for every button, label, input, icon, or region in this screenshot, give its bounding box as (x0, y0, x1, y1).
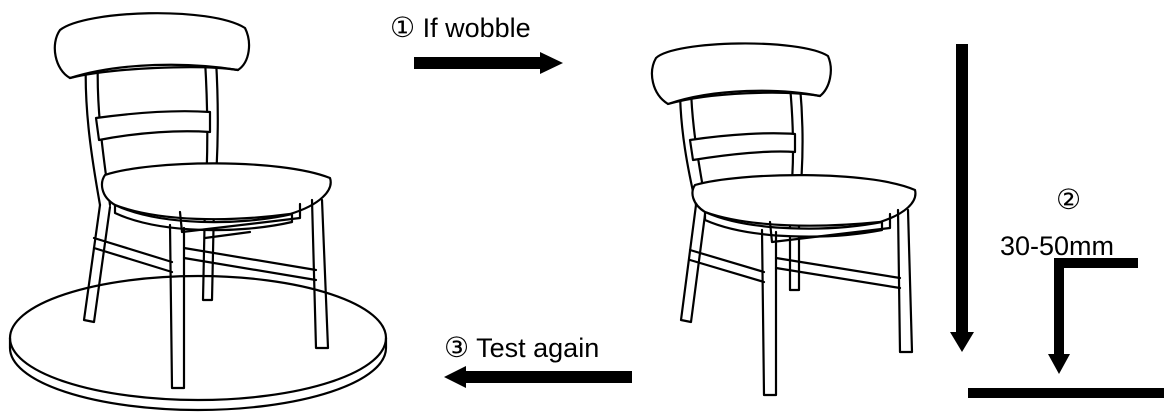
step-2-text-label: 30-50mm (1000, 233, 1114, 260)
arrow-down-icon (950, 44, 974, 352)
seat (100, 162, 332, 221)
step-3-text: Test again (476, 333, 600, 363)
height-gauge (968, 258, 1164, 398)
arrow-left-icon (444, 366, 632, 388)
seat (691, 174, 917, 227)
step-2-marker-label: ② (1056, 186, 1081, 214)
chair-icon (650, 42, 917, 397)
chair-on-turntable-icon (8, 12, 388, 412)
step-3-label: ③ Test again (444, 334, 599, 362)
gauge-top-line (1054, 258, 1138, 268)
step-2-marker: ② (1056, 183, 1082, 216)
step-1-text: If wobble (422, 13, 531, 43)
gauge-vertical-line (1054, 258, 1064, 358)
floor-line (968, 388, 1164, 398)
turntable-edge (8, 336, 388, 412)
gauge-arrowhead (1048, 354, 1070, 374)
step-1-label: ① If wobble (390, 14, 531, 42)
step-2-text: 30-50mm (1000, 231, 1115, 261)
step-1-marker: ① (390, 11, 416, 44)
turntable-top (8, 274, 388, 402)
step-3-marker: ③ (444, 331, 470, 364)
arrow-right-icon (414, 52, 563, 74)
